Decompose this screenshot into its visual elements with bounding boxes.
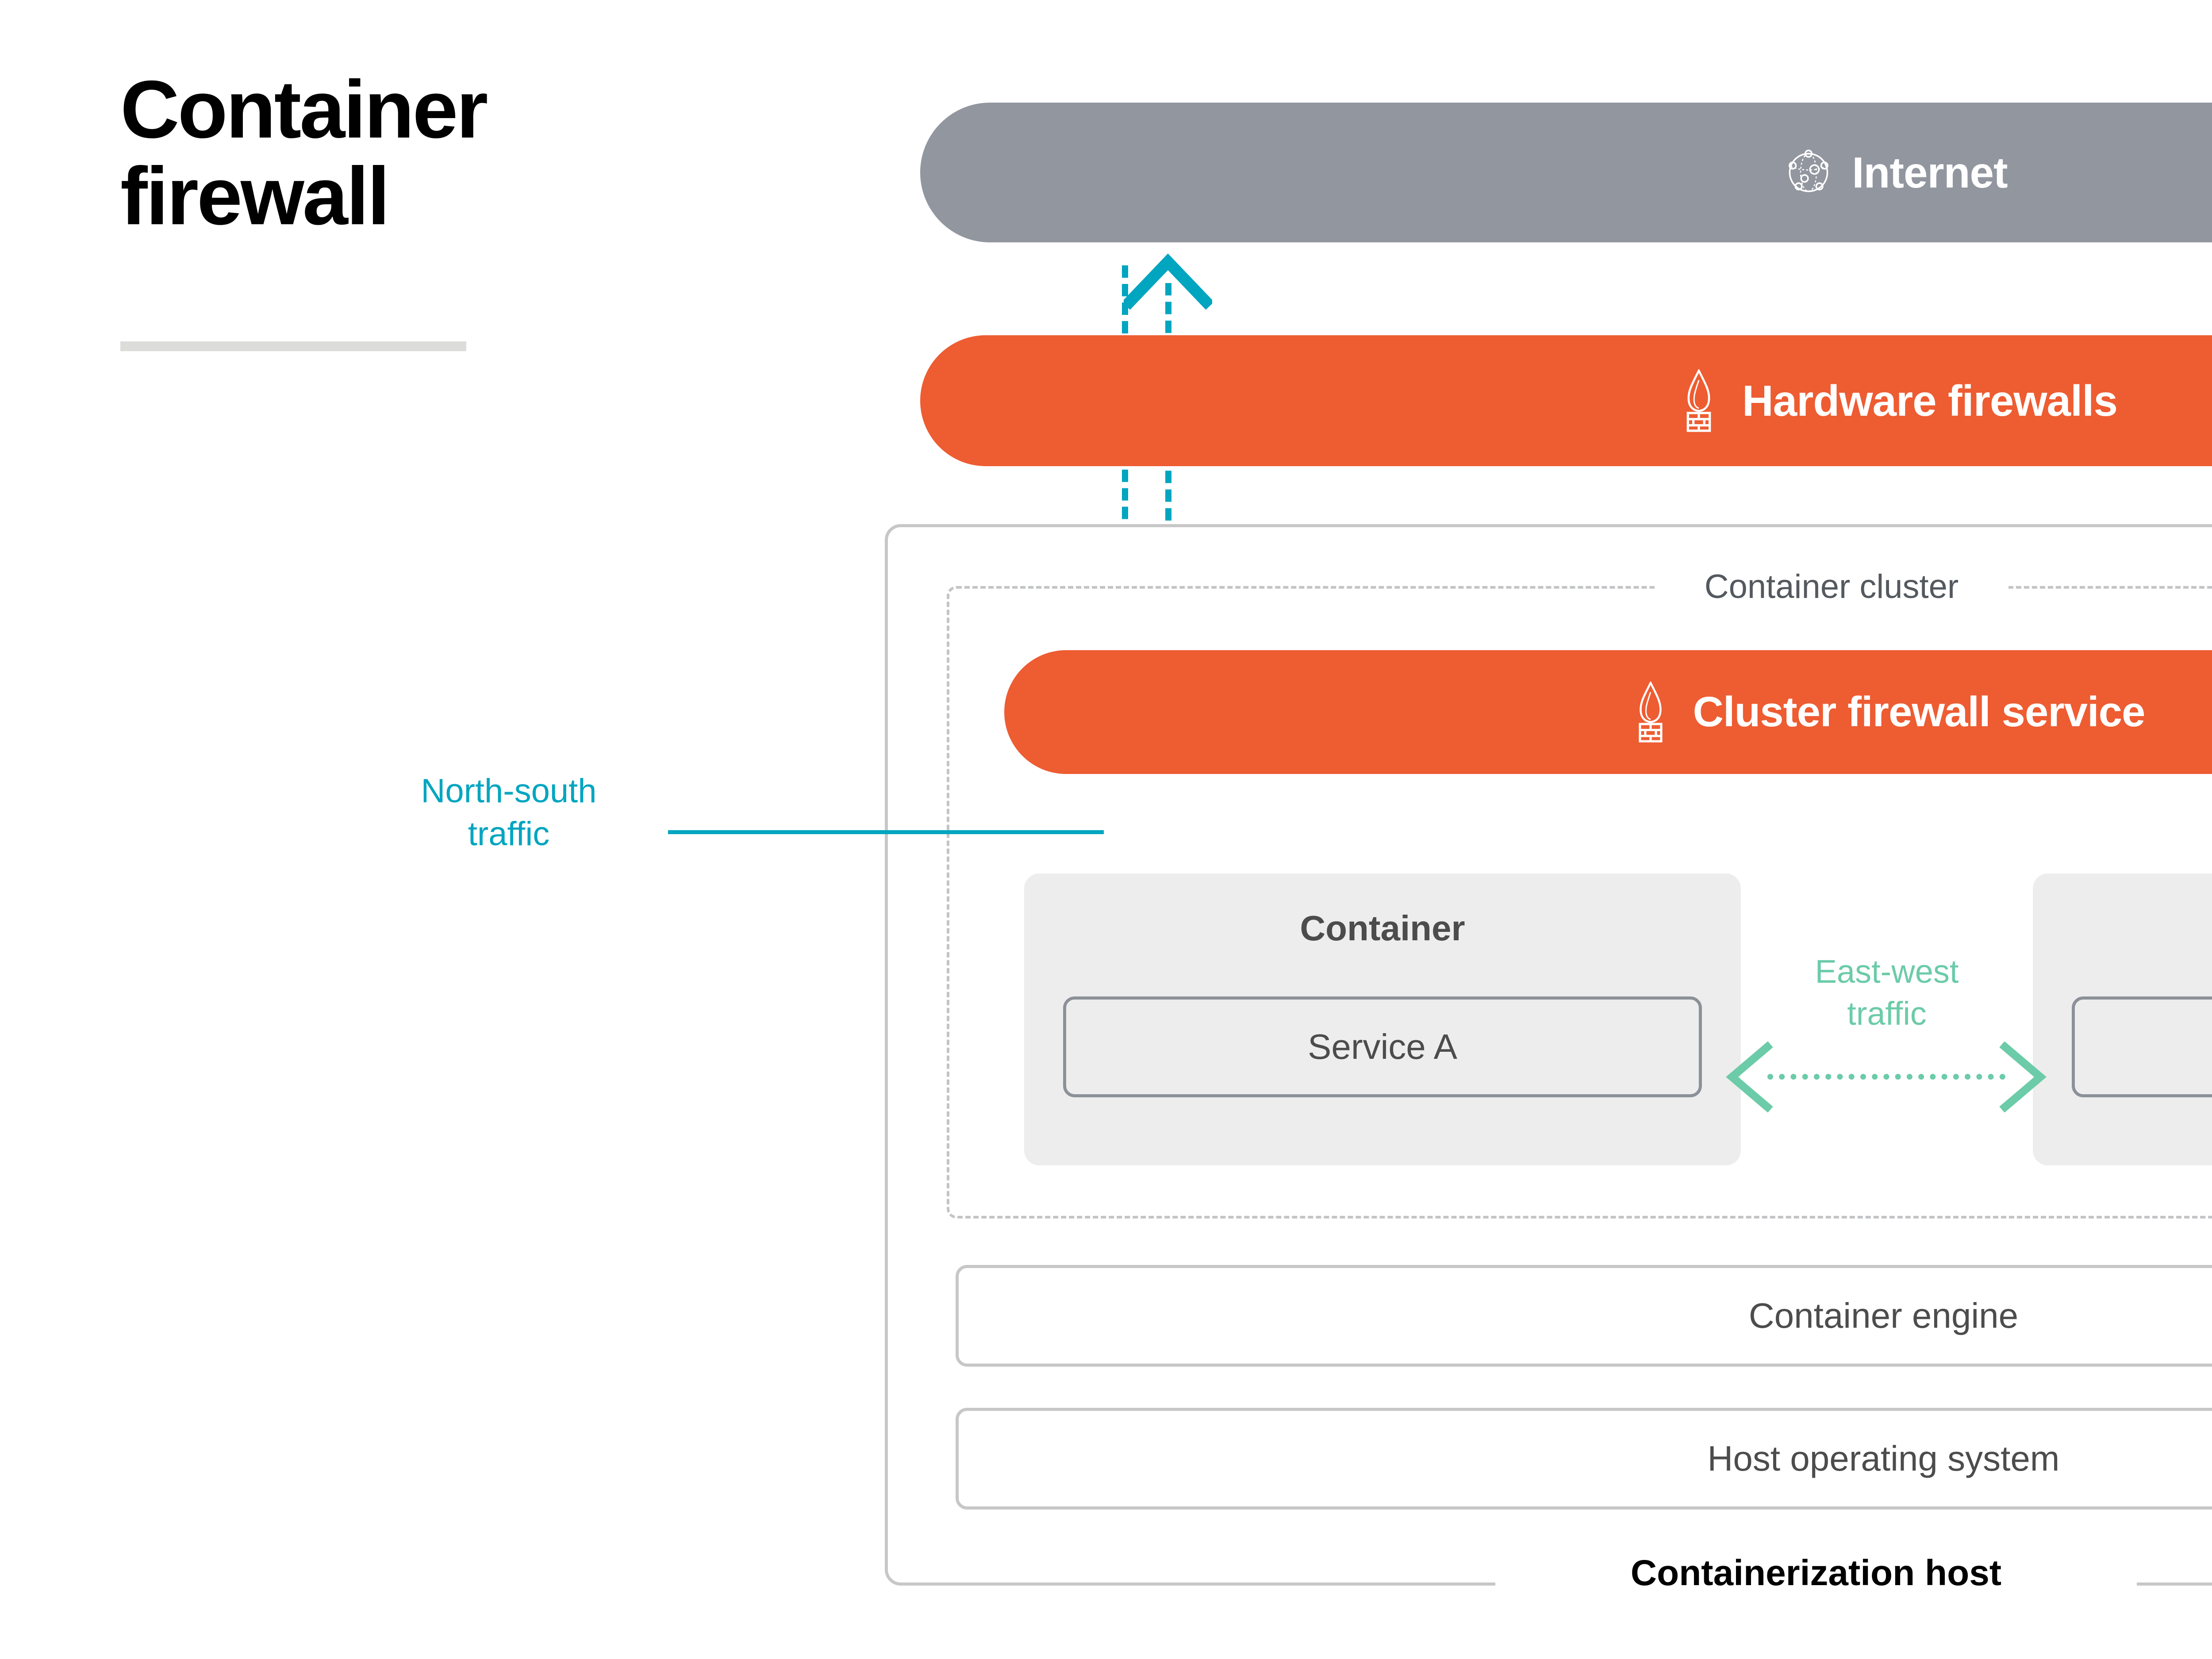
page-title-line-1: Container <box>120 64 488 155</box>
north-south-traffic-leader-line <box>668 830 1104 834</box>
north-south-up-arrowhead-icon <box>1124 253 1212 310</box>
north-south-traffic-label-line-2: traffic <box>468 815 550 853</box>
firewall-flame-brick-icon <box>1686 369 1711 432</box>
cluster-firewall-service-label: Cluster firewall service <box>1693 688 2146 736</box>
container-engine-layer[interactable]: Container engine <box>956 1265 2212 1367</box>
container-a-title: Container <box>1300 908 1465 948</box>
internet-layer[interactable]: Internet <box>920 103 2212 242</box>
page-title-line-2: firewall <box>120 151 390 242</box>
hardware-firewalls-layer[interactable]: Hardware firewalls <box>920 335 2212 466</box>
east-west-left-arrowhead-icon <box>1726 1042 1773 1112</box>
container-cluster-label-backdrop <box>1655 571 2008 604</box>
containerization-host-label: Containerization host <box>1630 1553 2002 1593</box>
host-operating-system-label: Host operating system <box>1707 1439 2060 1478</box>
container-engine-label: Container engine <box>1748 1296 2019 1335</box>
container-cluster-label: Container cluster <box>1704 568 1959 605</box>
north-south-traffic-label: North-south traffic <box>310 770 708 856</box>
title-underline-rule <box>120 341 466 351</box>
north-south-traffic-label-line-1: North-south <box>421 772 597 810</box>
hardware-firewalls-label: Hardware firewalls <box>1742 376 2118 425</box>
service-a-box[interactable]: Service A <box>1063 996 1702 1097</box>
cluster-firewall-service-layer[interactable]: Cluster firewall service <box>1004 650 2212 774</box>
east-west-traffic-dotted-line <box>1767 1074 2005 1080</box>
container-b[interactable]: Container Service B <box>2033 874 2212 1165</box>
east-west-right-arrowhead-icon <box>1999 1042 2047 1112</box>
east-west-traffic-label-line-1: East-west <box>1815 953 1959 990</box>
container-b-title: Container <box>2033 908 2212 949</box>
east-west-traffic-label: East-west traffic <box>1745 951 2028 1034</box>
network-globe-icon <box>1789 149 1829 192</box>
container-cluster-group <box>947 586 2212 1218</box>
east-west-traffic-label-line-2: traffic <box>1847 995 1927 1032</box>
container-a[interactable]: Container Service A <box>1024 874 1741 1165</box>
firewall-flame-brick-icon <box>1639 682 1663 743</box>
host-operating-system-layer[interactable]: Host operating system <box>956 1408 2212 1510</box>
page-title: Container firewall <box>120 66 784 240</box>
containerization-host-label-backdrop <box>1495 1566 2137 1601</box>
internet-layer-label: Internet <box>1852 148 2008 197</box>
service-a-label: Service A <box>1308 1027 1457 1066</box>
service-b-box[interactable]: Service B <box>2072 996 2212 1097</box>
